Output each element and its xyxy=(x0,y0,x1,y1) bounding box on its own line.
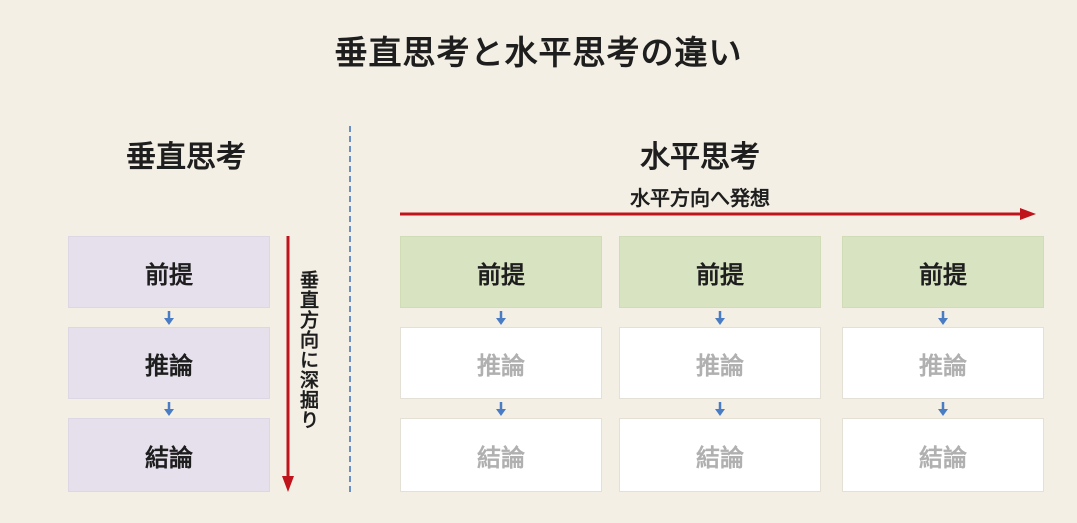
horizontal-col1-premise-box: 前提 xyxy=(400,236,602,308)
horizontal-col2-conclusion-box: 結論 xyxy=(619,418,821,492)
horizontal-col2-flow-arrow-2 xyxy=(715,402,725,416)
vertical-conclusion-box: 結論 xyxy=(68,418,270,492)
horizontal-col3-flow-arrow-1 xyxy=(938,311,948,325)
page-title: 垂直思考と水平思考の違い xyxy=(334,33,743,72)
horizontal-col2-premise-box: 前提 xyxy=(619,236,821,308)
horizontal-col1-flow-arrow-2 xyxy=(496,402,506,416)
vertical-direction-arrow xyxy=(282,236,294,492)
horizontal-col2-inference-box: 推論 xyxy=(619,327,821,399)
section-divider xyxy=(349,126,351,492)
horizontal-col3-conclusion-box: 結論 xyxy=(842,418,1044,492)
horizontal-direction-label: 水平方向へ発想 xyxy=(630,186,770,210)
horizontal-col2-flow-arrow-1 xyxy=(715,311,725,325)
vertical-premise-box: 前提 xyxy=(68,236,270,308)
vertical-thinking-heading: 垂直思考 xyxy=(126,140,246,175)
horizontal-col3-premise-box: 前提 xyxy=(842,236,1044,308)
horizontal-col3-flow-arrow-2 xyxy=(938,402,948,416)
horizontal-col1-inference-box: 推論 xyxy=(400,327,602,399)
vertical-flow-arrow-2 xyxy=(164,402,174,416)
vertical-flow-arrow-1 xyxy=(164,311,174,325)
vertical-inference-box: 推論 xyxy=(68,327,270,399)
horizontal-direction-arrow xyxy=(400,208,1036,220)
horizontal-col1-conclusion-box: 結論 xyxy=(400,418,602,492)
horizontal-col3-inference-box: 推論 xyxy=(842,327,1044,399)
horizontal-col1-flow-arrow-1 xyxy=(496,311,506,325)
horizontal-thinking-heading: 水平思考 xyxy=(640,140,760,175)
vertical-direction-label: 垂直方向に深掘り xyxy=(297,270,319,430)
